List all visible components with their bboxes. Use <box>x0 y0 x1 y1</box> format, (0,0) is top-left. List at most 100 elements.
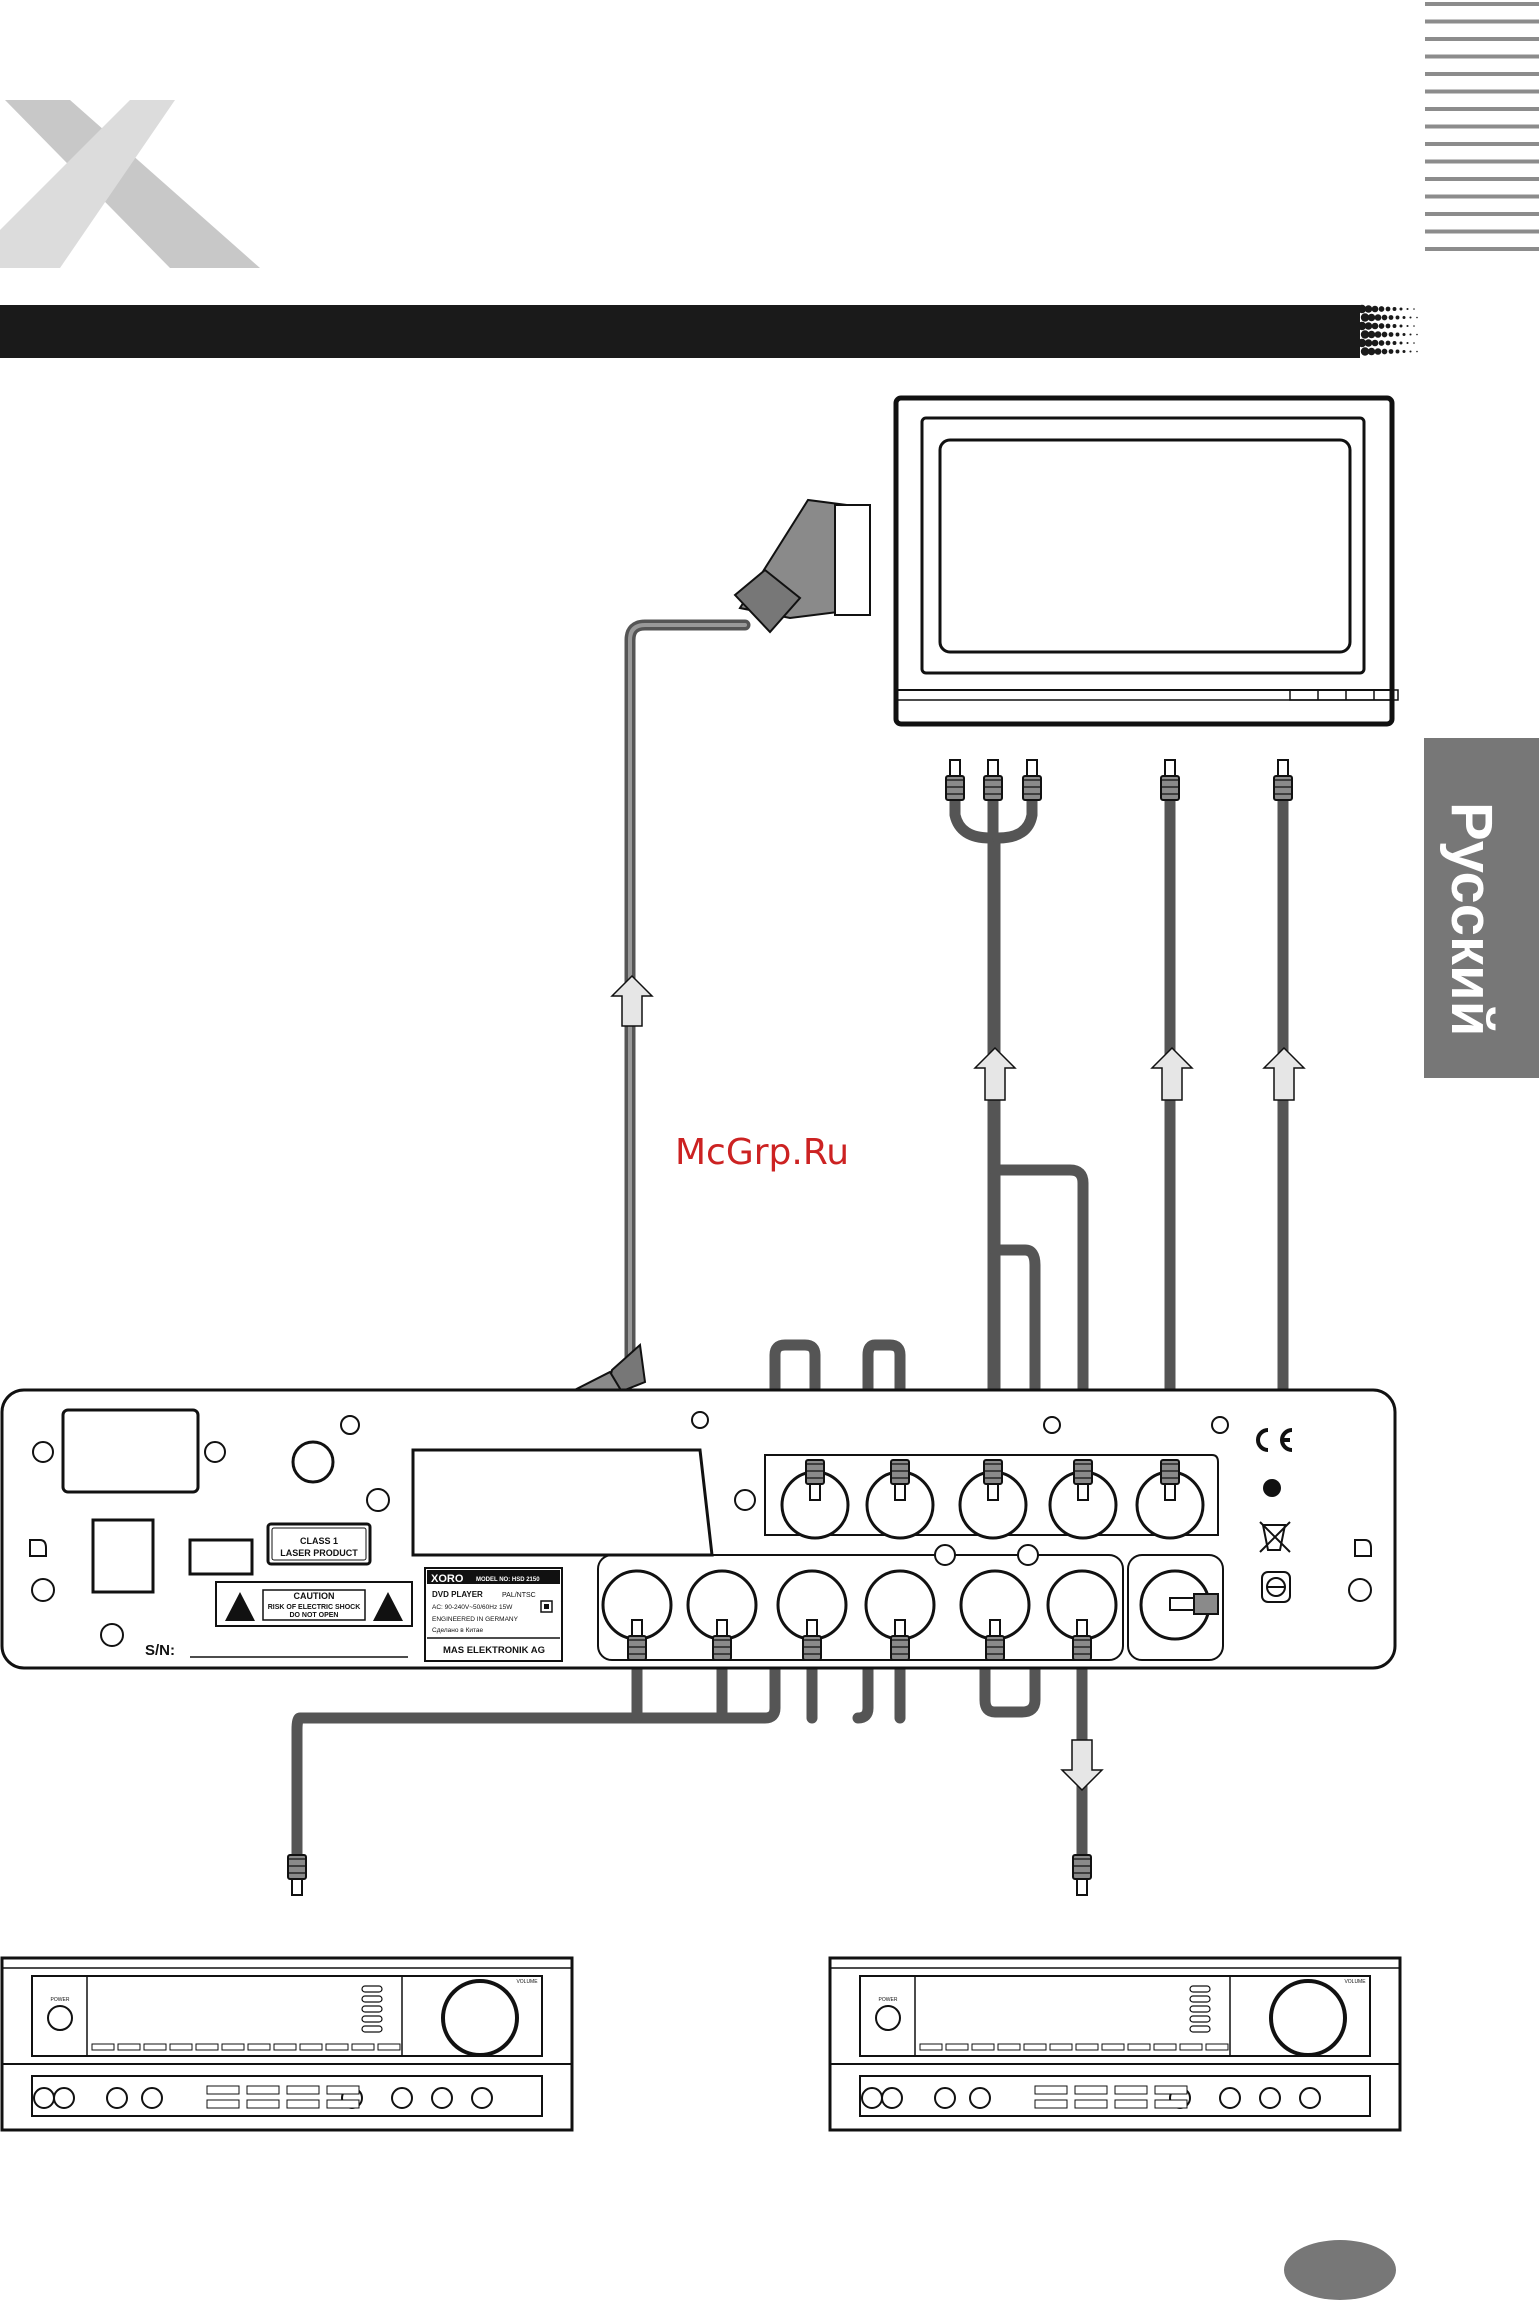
laser-label-line2: LASER PRODUCT <box>280 1548 358 1558</box>
halftone-dot <box>1413 325 1415 327</box>
tape-button <box>1115 2100 1147 2108</box>
header-stripe <box>1425 90 1539 94</box>
volume-knob <box>443 1981 517 2055</box>
dvd-rear-panel: CLASS 1 LASER PRODUCT CAUTION RISK OF EL… <box>2 1390 1395 1668</box>
header-stripe <box>1425 72 1539 76</box>
input-indicator <box>1190 2016 1210 2022</box>
caution-label-title: CAUTION <box>294 1591 335 1601</box>
rca-plug <box>1161 760 1179 800</box>
input-indicator <box>1190 2026 1210 2032</box>
control-knob <box>34 2088 54 2108</box>
halftone-dot <box>1379 340 1385 346</box>
model-label-made-in: Сделано в Китае <box>432 1627 483 1634</box>
tape-button <box>1115 2086 1147 2094</box>
model-label-power: AC: 90-240V~50/60Hz 15W <box>432 1604 513 1611</box>
control-knob <box>935 2088 955 2108</box>
amplifier-volume-label: VOLUME <box>516 1979 538 1985</box>
halftone-dot <box>1406 308 1408 310</box>
selector-button <box>196 2044 218 2050</box>
control-knob <box>882 2088 902 2108</box>
halftone-dot <box>1379 323 1385 329</box>
panel-screw <box>1018 1545 1038 1565</box>
control-knob <box>970 2088 990 2108</box>
model-label-system: PAL/NTSC <box>502 1592 536 1599</box>
halftone-dot <box>1393 341 1397 345</box>
selector-button <box>92 2044 114 2050</box>
halftone-dot <box>1375 314 1382 321</box>
tape-button <box>1035 2100 1067 2108</box>
control-knob <box>472 2088 492 2108</box>
selector-button <box>378 2044 400 2050</box>
selector-button <box>352 2044 374 2050</box>
halftone-dot <box>1379 306 1385 312</box>
output-direction-arrow <box>1062 1740 1102 1790</box>
input-indicator <box>362 1986 382 1992</box>
header-stripe <box>1425 247 1539 251</box>
halftone-dot <box>1368 331 1376 339</box>
halftone-dot <box>1409 350 1411 352</box>
rca-plug <box>984 760 1002 800</box>
amplifier-unit: POWERVOLUME <box>830 1958 1400 2130</box>
halftone-dot <box>1403 333 1406 336</box>
selector-button <box>300 2044 322 2050</box>
amplifier-power-label: POWER <box>879 1997 898 2003</box>
tape-button <box>327 2086 359 2094</box>
header-stripe <box>1425 20 1539 24</box>
halftone-dot <box>1386 324 1391 329</box>
selector-button <box>1076 2044 1098 2050</box>
tape-button <box>287 2100 319 2108</box>
amplifier-unit: POWER VOLUME <box>2 1958 572 2130</box>
halftone-dot <box>1413 308 1415 310</box>
halftone-dot <box>1386 307 1391 312</box>
header-stripe <box>1425 160 1539 164</box>
globe-icon <box>1262 1572 1290 1602</box>
audio-direction-arrow <box>1152 1048 1192 1100</box>
brand-x-logo <box>0 100 260 268</box>
selector-button <box>326 2044 348 2050</box>
halftone-dot <box>1396 350 1400 354</box>
control-knob <box>432 2088 452 2108</box>
selector-button <box>1024 2044 1046 2050</box>
amplifier-rca-plugs <box>288 1855 1091 1895</box>
header-stripe <box>1425 195 1539 199</box>
halftone-dot <box>1409 333 1411 335</box>
halftone-dot <box>1400 342 1403 345</box>
amplifier-power-label: POWER <box>51 1997 70 2003</box>
header-bar <box>0 305 1418 358</box>
tv-rca-plugs <box>946 760 1292 800</box>
halftone-dot <box>1393 307 1397 311</box>
header-stripe <box>1425 2 1539 6</box>
halftone-dot <box>1416 334 1418 336</box>
halftone-dot <box>1368 348 1376 356</box>
header-stripe <box>1425 230 1539 234</box>
halftone-dot <box>1375 348 1382 355</box>
caution-label-line2: DO NOT OPEN <box>289 1612 338 1619</box>
control-knob <box>1300 2088 1320 2108</box>
page-number-badge <box>1284 2240 1396 2300</box>
control-knob <box>1220 2088 1240 2108</box>
halftone-dot <box>1372 323 1379 330</box>
halftone-dot <box>1389 349 1394 354</box>
selector-button <box>144 2044 166 2050</box>
power-knob <box>876 2006 900 2030</box>
rca-plug <box>1023 760 1041 800</box>
selector-button <box>118 2044 140 2050</box>
selector-button <box>248 2044 270 2050</box>
selector-button <box>222 2044 244 2050</box>
model-label-product: DVD PLAYER <box>432 1590 483 1599</box>
language-tab-label: Русский <box>1439 802 1504 1036</box>
halftone-dot <box>1365 305 1373 313</box>
selector-button <box>946 2044 968 2050</box>
halftone-dot <box>1403 350 1406 353</box>
tape-button <box>207 2086 239 2094</box>
rca-plug <box>1274 760 1292 800</box>
control-knob <box>392 2088 412 2108</box>
coax-direction-arrow <box>1264 1048 1304 1100</box>
control-knob <box>107 2088 127 2108</box>
selector-button <box>998 2044 1020 2050</box>
tape-button <box>1155 2086 1187 2094</box>
pct-mark-icon <box>1263 1479 1281 1497</box>
tape-button <box>1155 2100 1187 2108</box>
